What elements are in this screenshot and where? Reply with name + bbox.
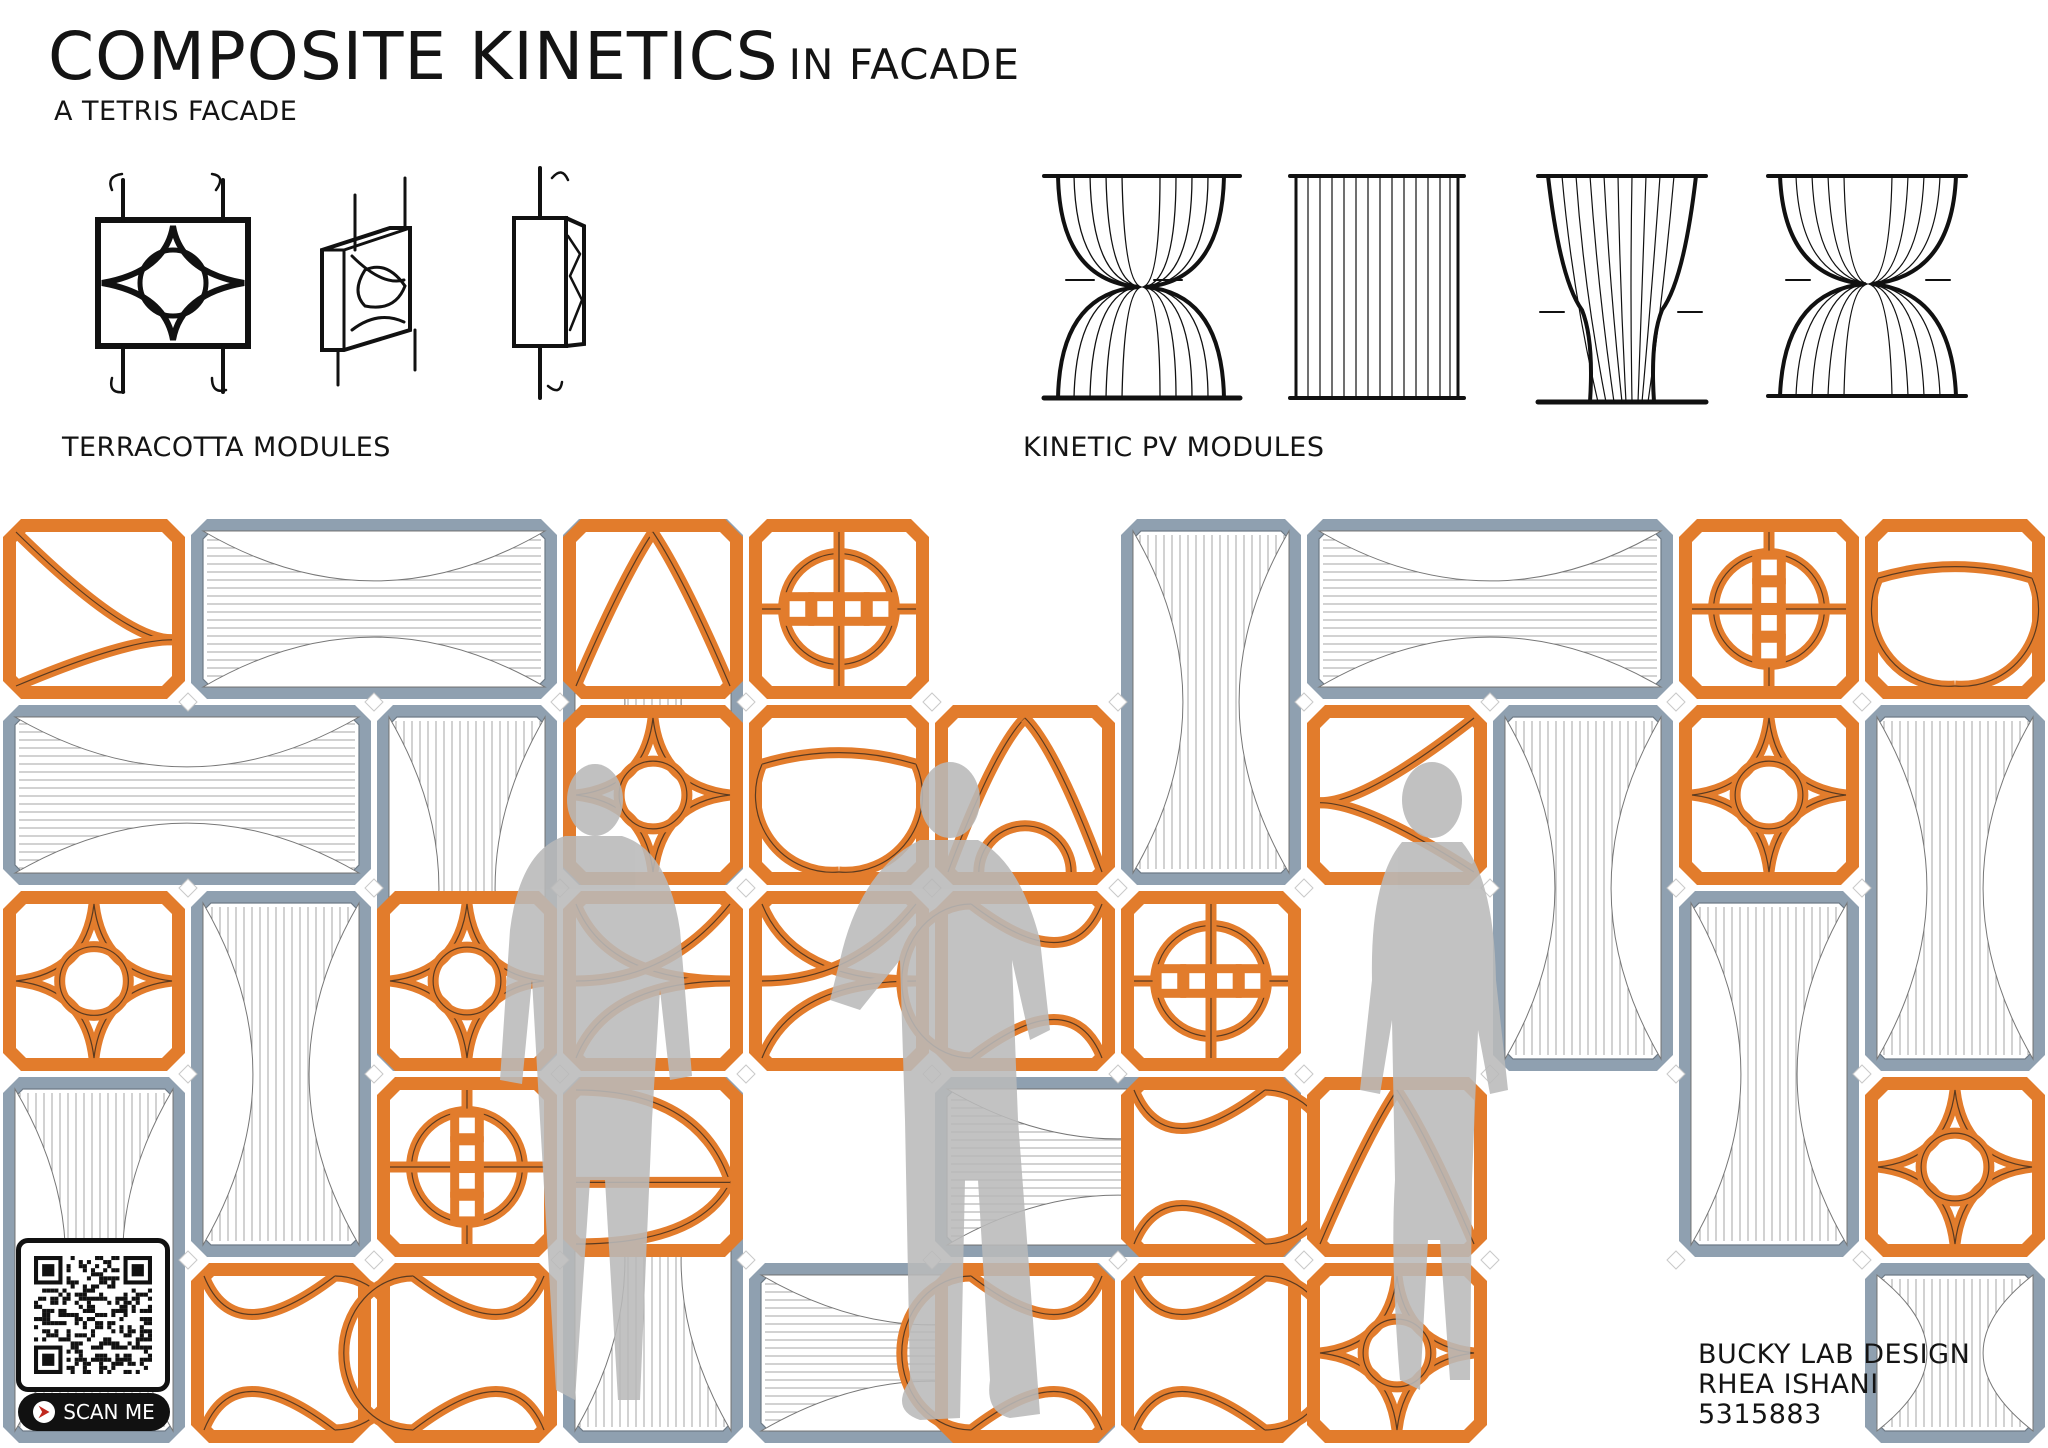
pv-module bbox=[191, 891, 371, 1257]
terracotta-module bbox=[563, 519, 743, 699]
pv-module bbox=[1679, 891, 1859, 1257]
credit-student-number: 5315883 bbox=[1698, 1399, 1822, 1430]
pv-module bbox=[191, 519, 557, 699]
credit-author: RHEA ISHANI bbox=[1698, 1369, 1879, 1400]
terracotta-module bbox=[1307, 705, 1487, 885]
qr-code[interactable] bbox=[16, 1238, 170, 1392]
joint-diamond bbox=[364, 878, 384, 898]
terracotta-modules-label: TERRACOTTA MODULES bbox=[62, 432, 391, 463]
terracotta-module bbox=[1121, 891, 1301, 1071]
kinetic-pv-modules-label: KINETIC PV MODULES bbox=[1023, 432, 1325, 463]
terracotta-module bbox=[749, 705, 929, 885]
terracotta-module bbox=[935, 705, 1115, 885]
pv-module bbox=[1493, 705, 1673, 1071]
pv-module bbox=[1121, 519, 1301, 885]
joint-diamond bbox=[1852, 1250, 1872, 1270]
joint-diamond bbox=[364, 1064, 384, 1084]
joint-diamond bbox=[922, 692, 942, 712]
terracotta-module bbox=[1121, 1077, 1340, 1257]
pv-sketch-pinched bbox=[1766, 174, 1968, 398]
joint-diamond bbox=[1666, 878, 1686, 898]
scan-me-button[interactable]: ⮞ SCAN ME bbox=[18, 1393, 170, 1431]
joint-diamond bbox=[364, 692, 384, 712]
joint-diamond bbox=[1480, 1250, 1500, 1270]
pv-module bbox=[1865, 705, 2045, 1071]
terracotta-module bbox=[1679, 519, 1859, 699]
joint-diamond bbox=[1108, 692, 1128, 712]
joint-diamond bbox=[1108, 878, 1128, 898]
joint-diamond bbox=[1108, 1250, 1128, 1270]
credits-block: BUCKY LAB DESIGN RHEA ISHANI 5315883 bbox=[1698, 1340, 1970, 1430]
pv-sketch-slight-pinch bbox=[1535, 174, 1709, 405]
terracotta-module bbox=[3, 891, 185, 1071]
terracotta-sketch-perspective bbox=[320, 176, 417, 387]
pv-module bbox=[3, 705, 371, 885]
pdf-icon: ⮞ bbox=[33, 1401, 56, 1423]
joint-diamond bbox=[1852, 878, 1872, 898]
joint-diamond bbox=[178, 878, 198, 898]
facade-elevation bbox=[3, 519, 2045, 1443]
page-subtitle: A TETRIS FACADE bbox=[54, 96, 298, 127]
pv-module bbox=[1307, 519, 1673, 699]
pv-module bbox=[1865, 1263, 2045, 1443]
joint-diamond bbox=[1480, 692, 1500, 712]
terracotta-module bbox=[749, 519, 929, 699]
person-silhouette-right bbox=[1360, 762, 1508, 1390]
joint-diamond bbox=[1294, 1064, 1314, 1084]
joint-diamond bbox=[178, 692, 198, 712]
joint-diamond bbox=[736, 692, 756, 712]
pv-sketch-pinched-detail bbox=[1041, 174, 1243, 401]
person-silhouette-left bbox=[500, 764, 692, 1400]
joint-diamond bbox=[736, 1250, 756, 1270]
terracotta-module bbox=[1865, 1077, 2045, 1257]
joint-diamond bbox=[364, 1250, 384, 1270]
joint-diamond bbox=[1666, 1250, 1686, 1270]
joint-diamond bbox=[1852, 692, 1872, 712]
terracotta-module bbox=[1679, 705, 1859, 885]
joint-diamond bbox=[1294, 878, 1314, 898]
terracotta-module bbox=[1121, 1263, 1340, 1443]
credit-studio: BUCKY LAB DESIGN bbox=[1698, 1339, 1971, 1370]
terracotta-sketch-front bbox=[95, 172, 251, 394]
terracotta-module bbox=[563, 705, 743, 885]
scan-me-label: SCAN ME bbox=[63, 1400, 155, 1424]
joint-diamond bbox=[1852, 1064, 1872, 1084]
terracotta-module bbox=[1865, 519, 2045, 699]
joint-diamond bbox=[1294, 1250, 1314, 1270]
joint-diamond bbox=[1666, 1064, 1686, 1084]
joint-diamond bbox=[178, 1064, 198, 1084]
title-main: COMPOSITE KINETICS bbox=[48, 18, 779, 95]
person-silhouette-center bbox=[830, 762, 1050, 1420]
joint-diamond bbox=[1666, 692, 1686, 712]
terracotta-module bbox=[377, 1077, 557, 1257]
module-sketches bbox=[95, 166, 1968, 405]
joint-diamond bbox=[1108, 1064, 1128, 1084]
pv-sketch-straight bbox=[1288, 174, 1466, 400]
qr-code-pattern bbox=[34, 1256, 152, 1374]
joint-diamond bbox=[178, 1250, 198, 1270]
title-suffix: IN FACADE bbox=[788, 40, 1021, 89]
terracotta-module bbox=[1307, 1263, 1487, 1443]
terracotta-module bbox=[3, 519, 185, 699]
joint-diamond bbox=[736, 1064, 756, 1084]
joint-diamond bbox=[550, 692, 570, 712]
joint-diamond bbox=[1294, 692, 1314, 712]
terracotta-module bbox=[338, 1263, 557, 1443]
terracotta-sketch-side bbox=[512, 166, 586, 400]
joint-diamond bbox=[736, 878, 756, 898]
